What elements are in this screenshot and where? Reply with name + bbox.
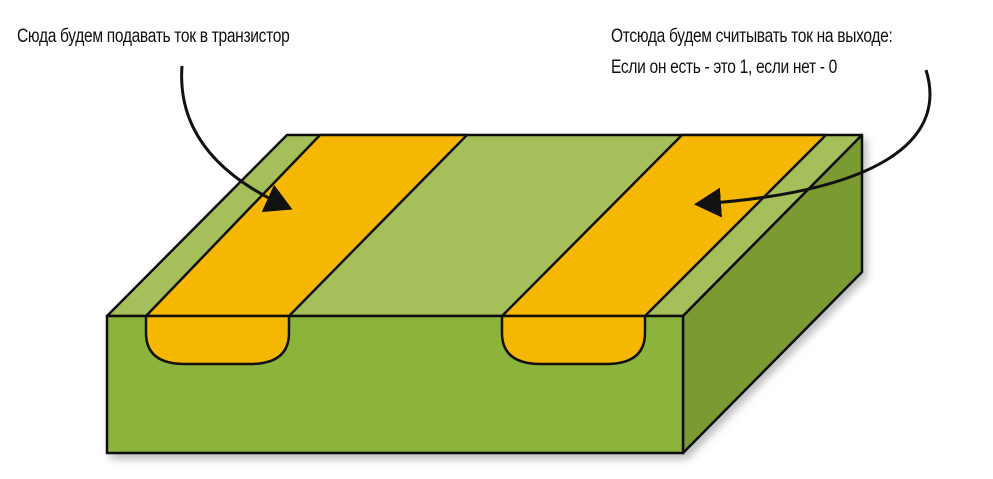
source-well-front — [144, 314, 291, 366]
drain-region — [500, 133, 828, 366]
output-annotation-line2: Если он есть - это 1, если нет - 0 — [611, 57, 837, 78]
output-annotation-line1: Отсюда будем считывать ток на выходе: — [611, 26, 893, 47]
input-annotation: Сюда будем подавать ток в транзистор — [17, 26, 290, 47]
right-arrow — [694, 69, 932, 218]
drain-well-front — [500, 314, 647, 366]
output-annotation: Отсюда будем считывать ток на выходе: Ес… — [611, 21, 893, 83]
left-arrow — [180, 65, 293, 213]
